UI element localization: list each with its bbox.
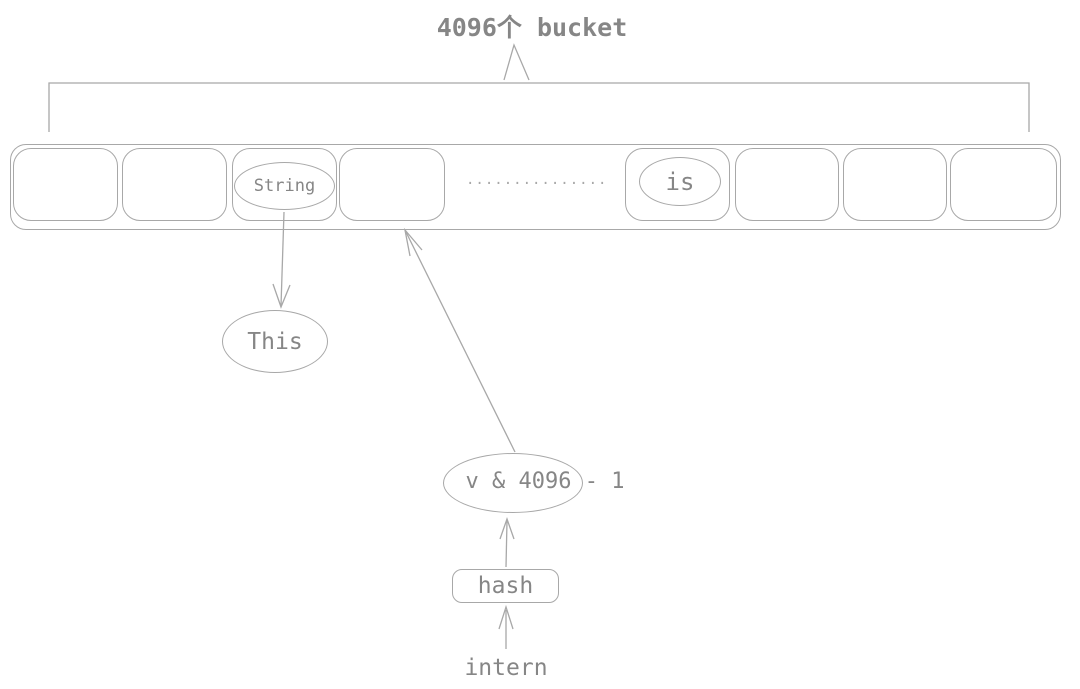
string-entry-label: String <box>253 176 316 196</box>
arrow-hash-to-index <box>499 517 515 568</box>
bucket-cell-7 <box>843 148 947 221</box>
bucket-cell-4 <box>339 148 445 221</box>
bucket-cell-3 <box>232 148 337 221</box>
this-node-ellipse: This <box>222 310 328 373</box>
bucket-cell-8 <box>950 148 1057 221</box>
arrow-intern-to-hash <box>498 604 514 649</box>
intern-method-label: intern <box>464 655 548 681</box>
bucket-count-title: 4096个 bucket <box>436 13 628 42</box>
this-node-label: This <box>247 328 303 355</box>
bucket-cell-5 <box>625 148 730 221</box>
brace-line <box>48 82 1030 132</box>
bucket-array-container <box>10 144 1061 230</box>
bucket-cell-2 <box>122 148 227 221</box>
string-entry-ellipse: String <box>234 162 335 210</box>
hash-function-label: hash <box>477 573 534 599</box>
caret-up-icon <box>503 43 530 81</box>
bucket-cell-6 <box>735 148 839 221</box>
arrow-index-to-bucket <box>403 227 516 453</box>
ellipsis-dots: ............... <box>466 172 608 188</box>
hash-function-box: hash <box>452 569 559 603</box>
index-expression-label: v & 4096 - 1 <box>465 469 625 494</box>
is-entry-label: is <box>665 167 695 196</box>
is-entry-ellipse: is <box>639 157 721 206</box>
bucket-cell-1 <box>13 148 118 221</box>
index-expression-ellipse <box>443 453 583 513</box>
